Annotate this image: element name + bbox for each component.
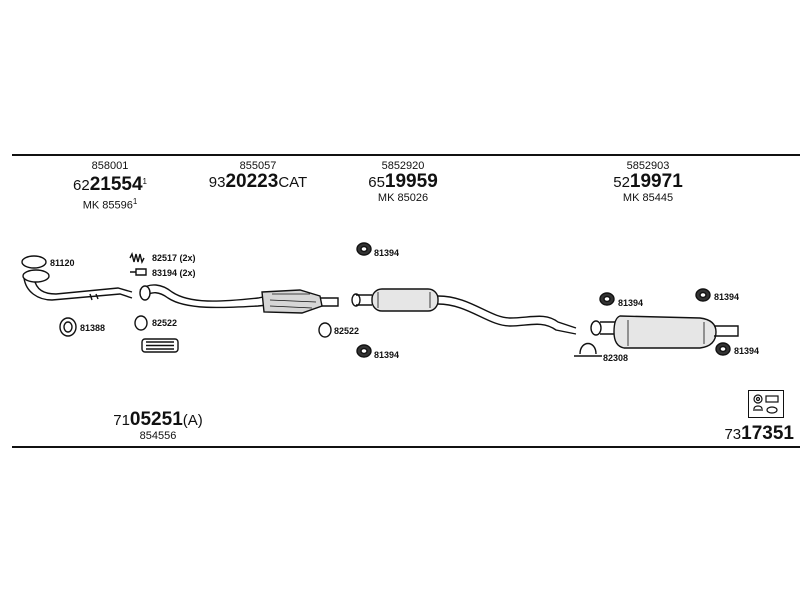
top-rule <box>12 154 800 156</box>
set-part-number: 7317351 <box>724 423 794 444</box>
bolt-83194-icon <box>130 268 147 276</box>
ref-number: 5852920 <box>381 160 425 172</box>
part-label-83194: 83194 (2x) <box>152 268 196 278</box>
part-label-81394-rear-top: 81394 <box>714 292 740 302</box>
hanger-81394-icon <box>695 288 711 302</box>
hanger-81394-icon <box>356 344 372 358</box>
gasket-82522-icon <box>134 315 148 331</box>
rear-silencer <box>613 315 717 349</box>
front-pipe <box>23 277 133 301</box>
column-header-4: 5852903 5219971 MK 85445 <box>613 160 683 205</box>
kit-number: 7105251(A) 854556 <box>113 409 203 443</box>
clamp-82308-icon <box>579 342 597 355</box>
hanger-81394-icon <box>599 292 615 306</box>
column-header-2: 855057 9320223CAT <box>209 160 307 192</box>
hanger-81394-icon <box>715 342 731 356</box>
mk-number: MK 855961 <box>82 197 138 212</box>
rear-pipe <box>437 295 577 329</box>
part-number: 5219971 <box>613 171 683 192</box>
part-label-82308: 82308 <box>603 353 629 363</box>
front-pipe-flange <box>22 269 50 283</box>
hanger-81394-icon <box>356 242 372 256</box>
mid-pipe-flange <box>351 293 361 307</box>
ref-number: 5852903 <box>626 160 670 172</box>
spring-82517-icon <box>129 251 145 265</box>
catalyst-pipe <box>139 284 269 302</box>
mk-number: MK 85026 <box>377 192 429 204</box>
bottom-rule <box>12 446 800 448</box>
part-label-82517: 82517 (2x) <box>152 253 196 263</box>
part-label-81388: 81388 <box>80 323 106 333</box>
rear-pipe-flange <box>590 320 602 336</box>
ref-number: 858001 <box>91 160 129 172</box>
part-label-81394-top: 81394 <box>374 248 400 258</box>
middle-silencer <box>371 288 439 312</box>
kit-ref: 854556 <box>139 430 177 442</box>
kit-part-number: 7105251(A) <box>113 409 203 430</box>
part-number: 9320223CAT <box>208 171 308 192</box>
mounting-kit-icon <box>748 390 784 418</box>
part-label-81394-rear-bottom: 81394 <box>734 346 760 356</box>
part-number: 62215541 <box>73 174 147 195</box>
part-label-81120: 81120 <box>50 258 75 268</box>
set-number: 7317351 <box>724 423 794 444</box>
mk-number: MK 85445 <box>622 192 674 204</box>
part-label-82522-right: 82522 <box>334 326 360 336</box>
tailpipe <box>714 325 739 337</box>
column-header-1: 858001 62215541 MK 855961 <box>73 160 147 213</box>
catalyst-flange <box>139 285 151 301</box>
part-label-81394-rear-left: 81394 <box>618 298 644 308</box>
part-number: 6519959 <box>368 171 438 192</box>
part-label-81394-bottom: 81394 <box>374 350 400 360</box>
front-flange-gasket <box>21 255 47 269</box>
ref-number: 855057 <box>239 160 277 172</box>
gasket-82522-right-icon <box>318 322 332 338</box>
column-header-3: 5852920 6519959 MK 85026 <box>368 160 438 205</box>
part-label-82522: 82522 <box>152 318 178 328</box>
ring-81388-icon <box>59 317 77 337</box>
